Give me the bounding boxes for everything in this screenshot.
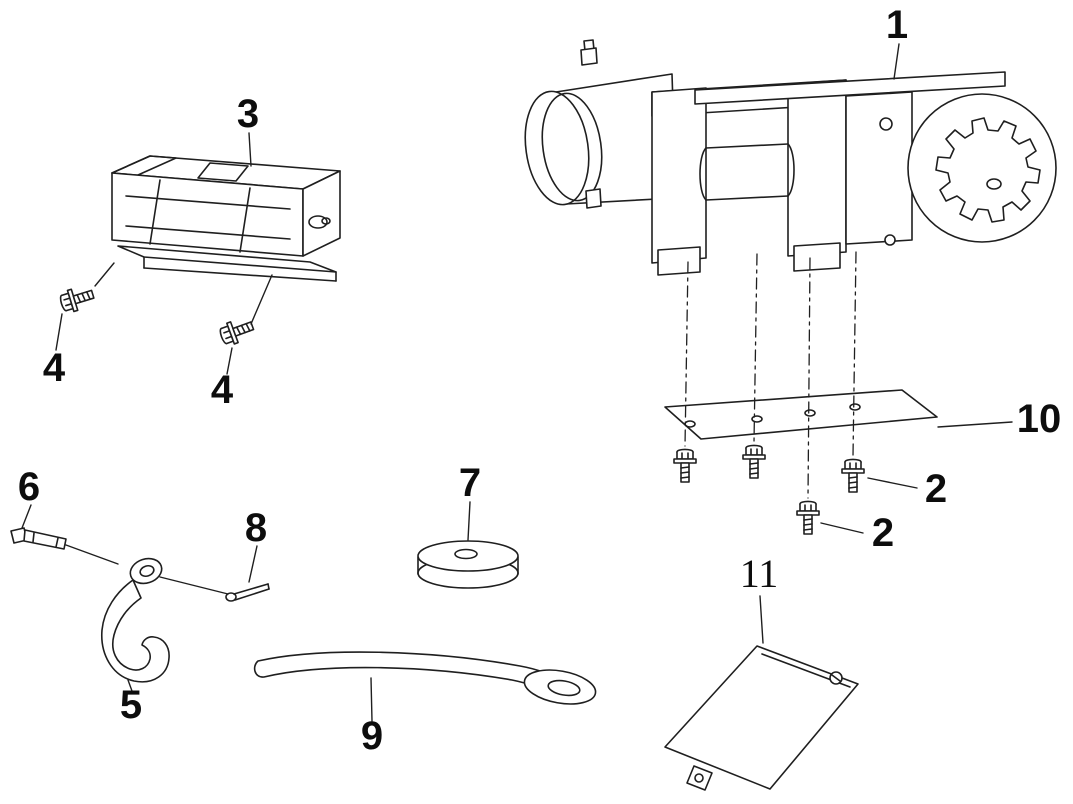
callout-part-9: 9 xyxy=(360,714,384,758)
callout-part-7: 7 xyxy=(458,461,482,505)
callout-part-11: 11 xyxy=(739,551,779,596)
leader-lines xyxy=(21,43,1013,722)
mounting-plate-drawing xyxy=(664,389,938,440)
callout-part-2-center: 2 xyxy=(871,511,895,555)
callout-part-6: 6 xyxy=(17,465,41,509)
callout-part-5: 5 xyxy=(119,683,143,727)
callout-part-1: 1 xyxy=(885,3,909,47)
clevis-pin-drawing xyxy=(10,527,67,550)
callout-part-8: 8 xyxy=(244,506,268,550)
callout-part-4-left: 4 xyxy=(42,346,66,390)
hook-strap-drawing xyxy=(253,651,597,705)
fairlead-roller-assembly-drawing xyxy=(111,155,341,282)
slip-hook-drawing xyxy=(101,557,170,683)
assembly-alignment-lines xyxy=(684,251,857,499)
spacer-washer-drawing xyxy=(417,540,519,589)
callout-part-3: 3 xyxy=(236,92,260,136)
sprocket-gear xyxy=(935,117,1041,223)
fairlead-bolts-drawing xyxy=(57,282,257,349)
callout-part-10: 10 xyxy=(1016,397,1062,441)
callout-part-4-right: 4 xyxy=(210,368,234,412)
winch-motor-assembly-drawing xyxy=(524,39,1057,276)
switch-cover-plate-drawing xyxy=(664,645,859,791)
plate-bolts-drawing xyxy=(673,444,865,535)
cotter-pin-drawing xyxy=(225,583,270,602)
callout-part-2-right: 2 xyxy=(924,467,948,511)
